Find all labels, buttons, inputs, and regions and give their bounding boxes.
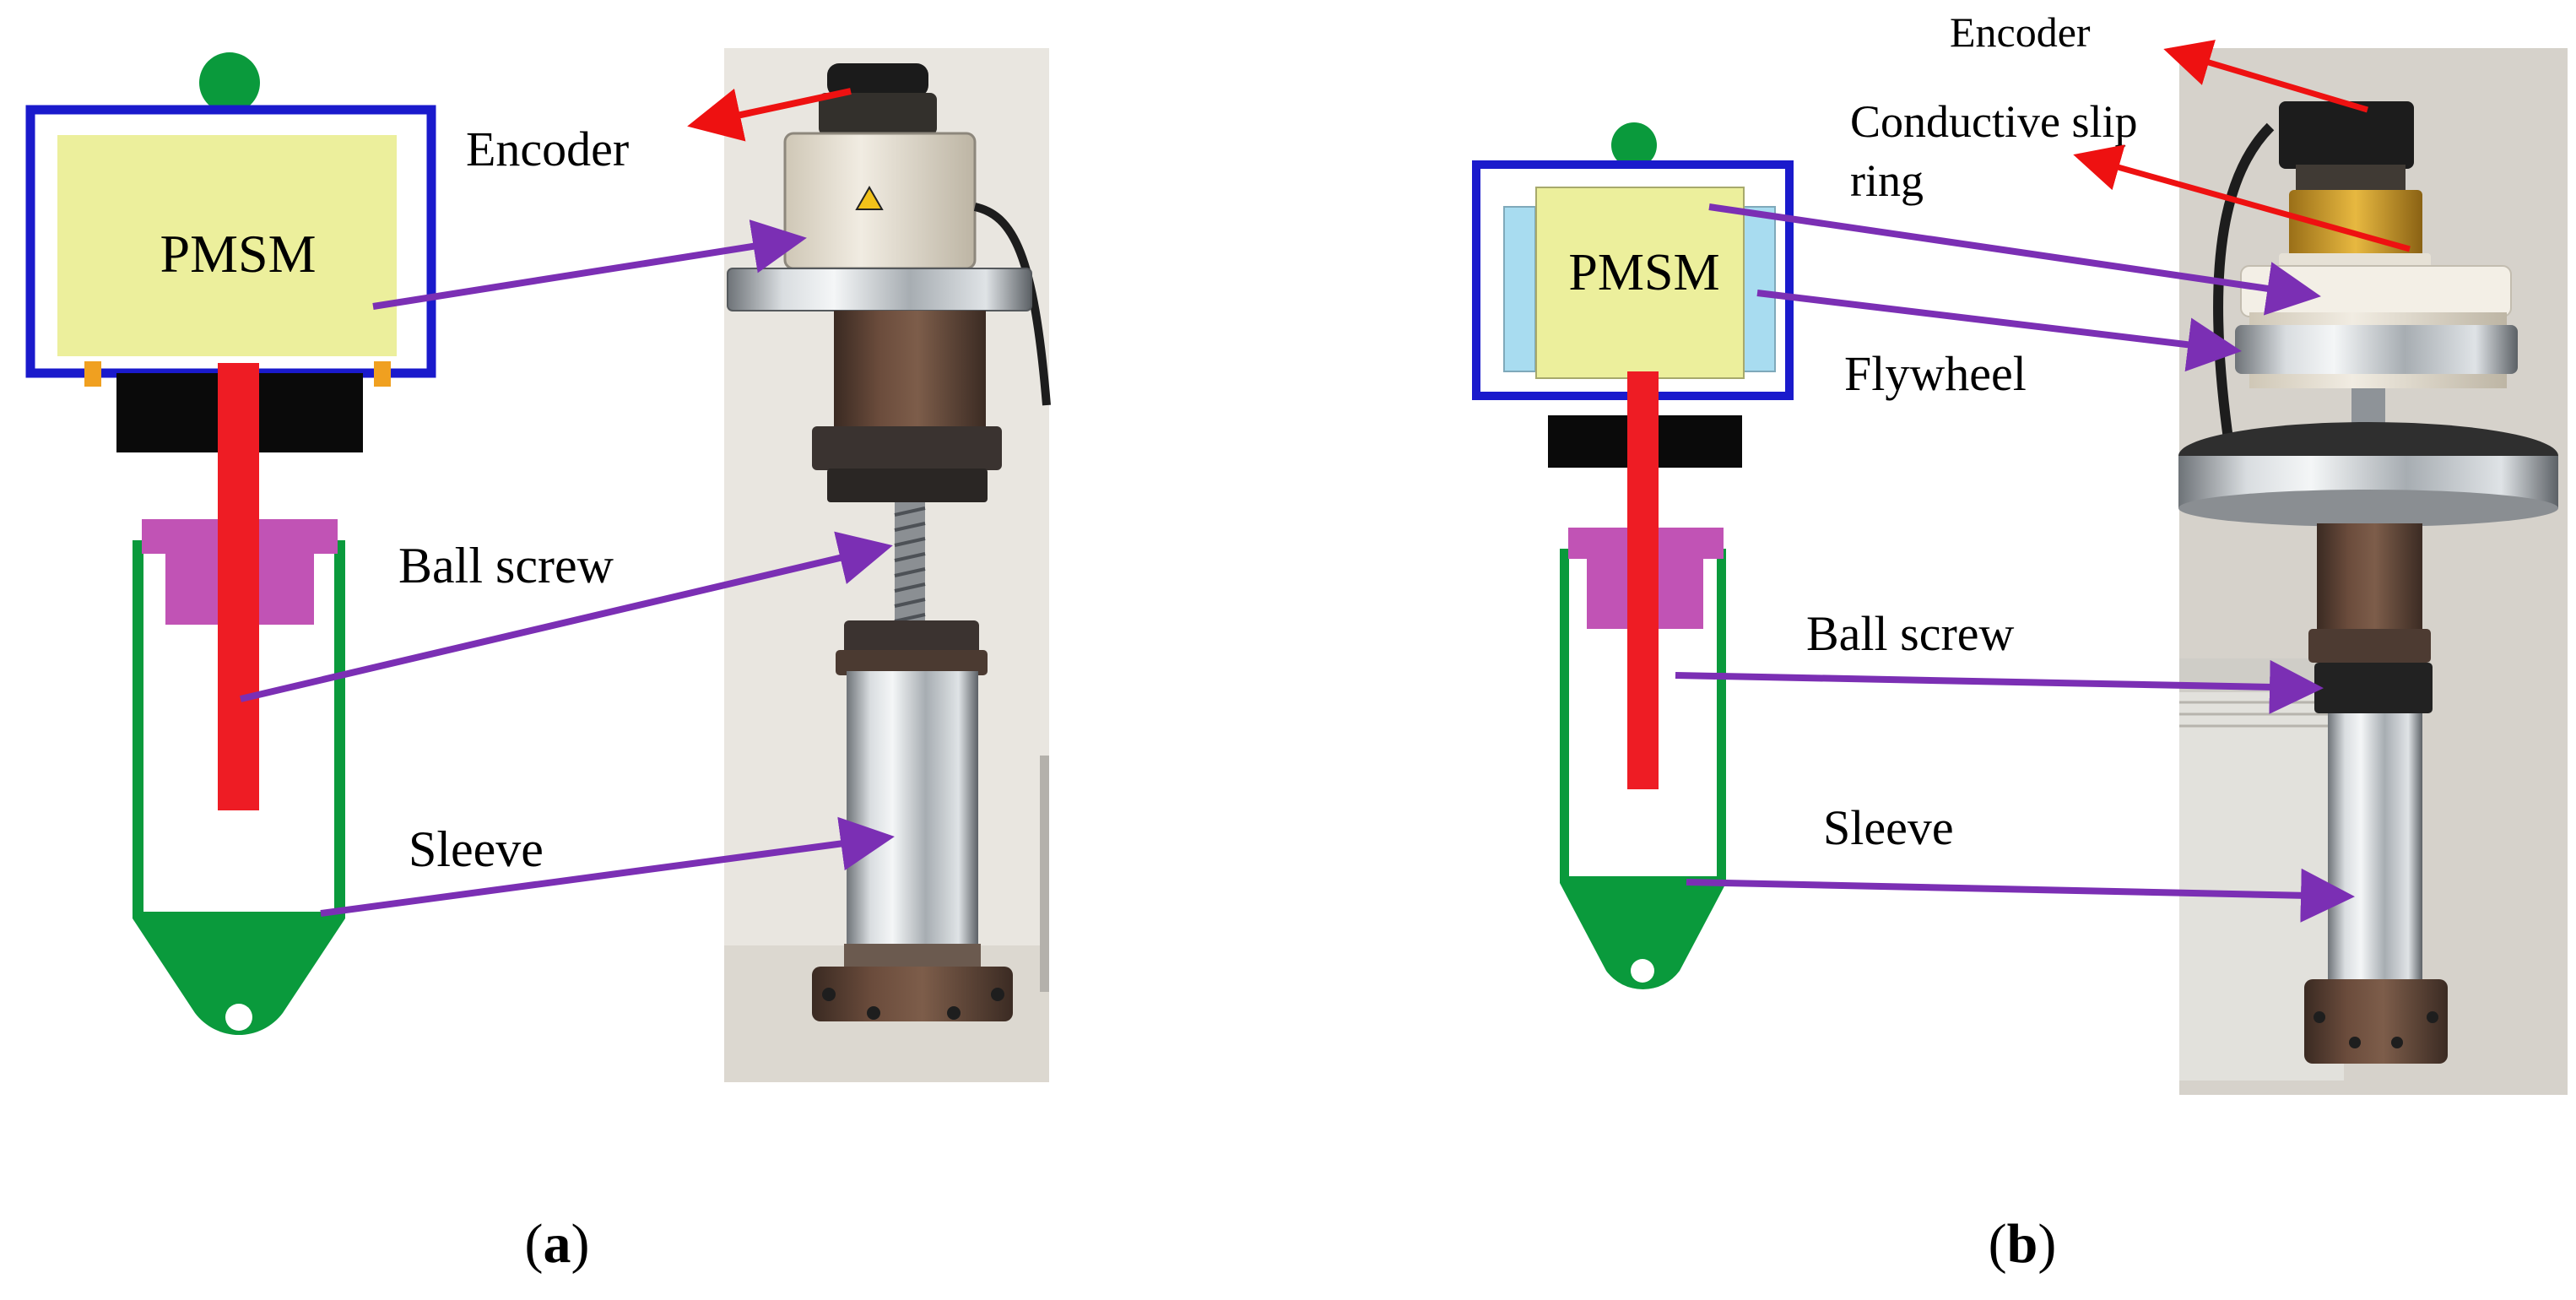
flywheel-bottom-b [2178, 490, 2558, 527]
sleeve-wall-left [133, 540, 143, 918]
slip-ring-label-line1-b: Conductive slip [1850, 96, 2137, 147]
nut-block-b [2314, 663, 2433, 713]
ball-screw-label-a: Ball screw [398, 538, 614, 593]
panel-b-photo [2178, 48, 2568, 1095]
panel-b-schematic: PMSM [1472, 122, 1794, 990]
warning-sticker [855, 185, 884, 210]
coupler [834, 311, 986, 433]
ball-screw-shaft-b [1627, 371, 1659, 789]
ball-screw-arrow-a [240, 531, 893, 702]
slip-ring-arrow-b [2073, 144, 2411, 252]
encoder-arrow-a [687, 88, 852, 142]
sleeve-label-b: Sleeve [1823, 800, 1954, 855]
sleeve-tube [847, 671, 978, 950]
svg-text:(b): (b) [1989, 1213, 2057, 1275]
bolt-right [374, 361, 391, 387]
screw-rod [895, 502, 925, 629]
encoder-label-b: Encoder [1950, 8, 2091, 56]
flywheel-left [1503, 206, 1536, 372]
sleeve-bottom [133, 912, 345, 1035]
mount-flange [727, 268, 1032, 311]
mount-hole [225, 1004, 252, 1031]
sleeve-base-ring [844, 944, 981, 969]
base-flange [812, 967, 1013, 1021]
panel-a-schematic: PMSM [25, 52, 436, 1035]
caption-a: (a) [525, 1213, 590, 1275]
pmsm-label: PMSM [160, 224, 317, 284]
sleeve-top-ring [836, 650, 988, 675]
motor-arrow-b [1708, 203, 2321, 316]
bolt-left [84, 361, 101, 387]
base-bolts-b [2314, 1011, 2438, 1048]
column-ring-b [2308, 629, 2431, 663]
screw-threads [894, 506, 926, 623]
base-flange-b [2304, 979, 2448, 1064]
ball-screw-shaft [218, 363, 259, 810]
flywheel-arrow-b [1756, 290, 2242, 372]
caption-b: (b) [1989, 1213, 2057, 1275]
upper-disc-b [2235, 325, 2518, 374]
encoder-b [2279, 101, 2414, 169]
panel-a-callouts: Encoder Ball screw Sleeve [240, 88, 895, 917]
encoder-body [819, 93, 937, 135]
flywheel-right [1743, 206, 1776, 372]
pmsm-arrow-a [372, 219, 807, 310]
encoder-neck-b [2296, 165, 2406, 190]
panel-b-callouts: Encoder Conductive slip ring Flywheel Ba… [1675, 8, 2411, 923]
encoder-arrow-b [2163, 40, 2368, 113]
motor-cable [973, 203, 1051, 406]
sleeve-bottom-b [1560, 876, 1726, 990]
sleeve-tube-b [2328, 713, 2422, 983]
sleeve-label-a: Sleeve [409, 821, 544, 877]
coupler-collar [812, 426, 1002, 470]
pmsm-block [57, 135, 397, 356]
coupler-base [827, 469, 988, 502]
mount-hole-b [1631, 959, 1654, 983]
panel-a-photo [724, 48, 1051, 1082]
top-knob-b [1611, 122, 1657, 168]
encoder-cap [827, 63, 928, 97]
sleeve-wall-right-b [1717, 549, 1726, 882]
base-bolts [822, 988, 1004, 1020]
pmsm-block-b [1535, 187, 1745, 379]
ball-screw-label-b: Ball screw [1806, 606, 2015, 661]
slip-ring-label-line2-b: ring [1850, 155, 1924, 206]
flywheel-label-b: Flywheel [1844, 346, 2027, 401]
pmsm-label-b: PMSM [1568, 244, 1719, 301]
ball-screw-arrow-b [1675, 659, 2324, 714]
sleeve-wall-right [334, 540, 345, 918]
caption-letter-a: a [544, 1213, 571, 1275]
sleeve-wall-left-b [1560, 549, 1569, 882]
top-knob [199, 52, 260, 113]
side-object [1040, 756, 1049, 992]
svg-text:(a): (a) [525, 1213, 590, 1275]
sleeve-arrow-b [1686, 868, 2355, 923]
column-b [2317, 523, 2422, 637]
encoder-label-a: Encoder [466, 122, 629, 176]
caption-letter-b: b [2007, 1213, 2038, 1275]
motor-body [783, 132, 977, 270]
sleeve-arrow-a [320, 816, 895, 917]
